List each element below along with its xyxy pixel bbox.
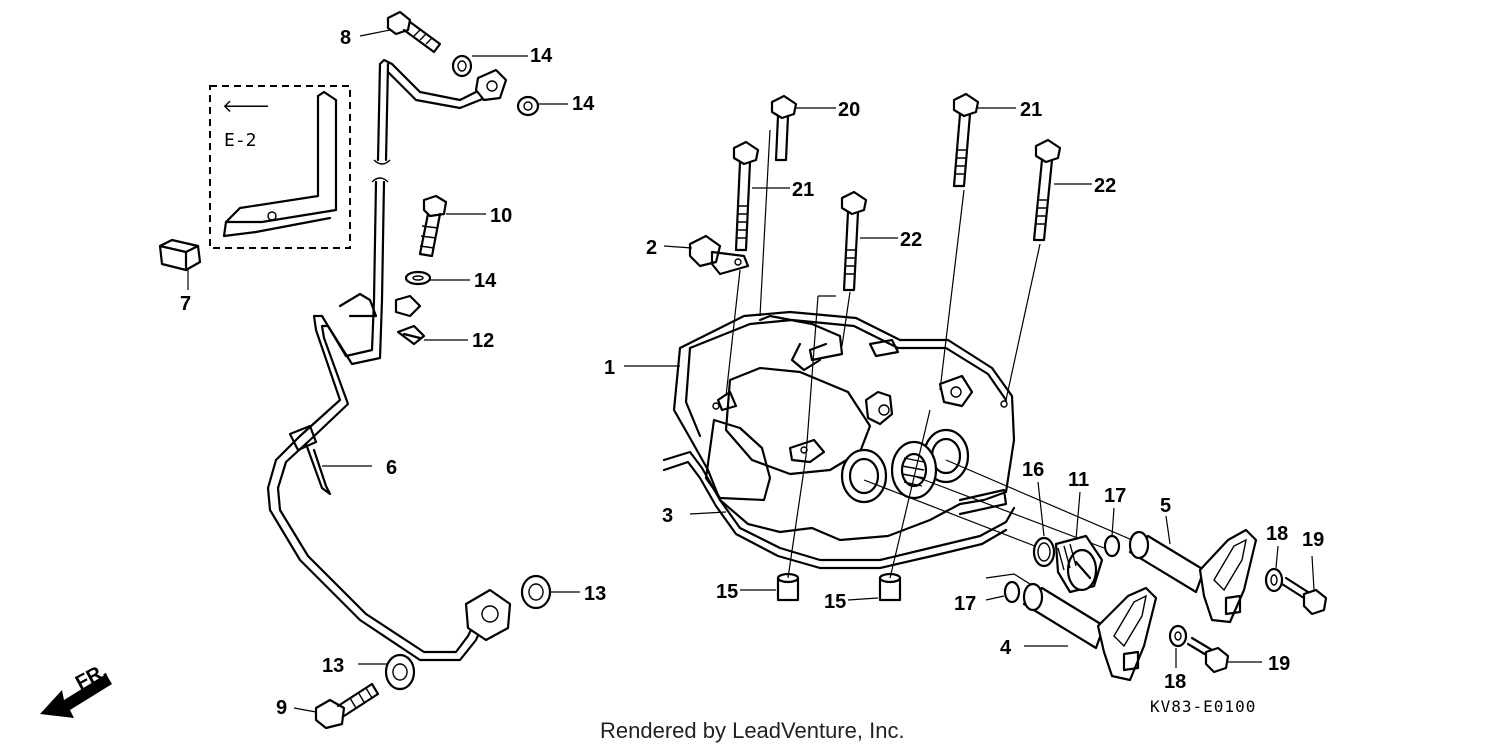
part-18-washer-a[interactable] bbox=[1264, 545, 1284, 593]
part-15-dowel-a[interactable] bbox=[740, 572, 800, 602]
callout-8[interactable]: 8 bbox=[340, 27, 351, 49]
callout-21[interactable]: 21 bbox=[1020, 99, 1042, 121]
callout-15[interactable]: 15 bbox=[824, 591, 846, 613]
part-14-washer-b[interactable] bbox=[516, 95, 568, 117]
callout-2[interactable]: 2 bbox=[646, 237, 657, 259]
front-label: FR. bbox=[72, 660, 111, 695]
callout-numbers: 8 14 14 10 14 12 7 6 13 13 9 20 21 21 22… bbox=[180, 27, 1324, 719]
callout-22[interactable]: 22 bbox=[1094, 175, 1116, 197]
part-21-bolt-a[interactable] bbox=[732, 140, 790, 252]
part-4-tappet-cap[interactable] bbox=[1022, 582, 1158, 682]
callout-14[interactable]: 14 bbox=[474, 270, 497, 292]
part-12-clip[interactable] bbox=[396, 324, 468, 346]
callout-5[interactable]: 5 bbox=[1160, 495, 1171, 517]
part-18-washer-b[interactable] bbox=[1168, 624, 1188, 668]
part-7-grommet[interactable] bbox=[158, 238, 202, 290]
reference-arrow: 🡐 bbox=[222, 96, 270, 117]
part-19-bolt-b[interactable] bbox=[1186, 636, 1262, 674]
callout-10[interactable]: 10 bbox=[490, 205, 512, 227]
part-17-o-ring-a[interactable] bbox=[1103, 507, 1121, 558]
callout-14[interactable]: 14 bbox=[572, 93, 595, 115]
callout-1[interactable]: 1 bbox=[604, 357, 615, 379]
callout-22[interactable]: 22 bbox=[900, 229, 922, 251]
callout-20[interactable]: 20 bbox=[838, 99, 860, 121]
part-11-plug[interactable] bbox=[1054, 491, 1104, 594]
part-14-washer-c[interactable] bbox=[404, 270, 470, 286]
callout-6[interactable]: 6 bbox=[386, 457, 397, 479]
callout-16[interactable]: 16 bbox=[1022, 459, 1044, 481]
part-14-washer-a[interactable] bbox=[451, 54, 528, 78]
part-19-bolt-a[interactable] bbox=[1280, 555, 1328, 616]
part-20-bolt[interactable] bbox=[770, 94, 836, 162]
callout-15[interactable]: 15 bbox=[716, 581, 738, 603]
callout-21[interactable]: 21 bbox=[792, 179, 814, 201]
part-21-bolt-b[interactable] bbox=[952, 92, 1016, 188]
callout-18[interactable]: 18 bbox=[1164, 671, 1186, 693]
callout-19[interactable]: 19 bbox=[1268, 653, 1290, 675]
part-13-washer-b[interactable] bbox=[358, 653, 416, 691]
callout-14[interactable]: 14 bbox=[530, 45, 553, 67]
part-22-bolt-a[interactable] bbox=[840, 190, 898, 292]
part-6-oil-pipe[interactable] bbox=[266, 58, 512, 662]
callout-12[interactable]: 12 bbox=[472, 330, 494, 352]
callout-4[interactable]: 4 bbox=[1000, 637, 1012, 659]
callout-18[interactable]: 18 bbox=[1266, 523, 1288, 545]
callout-17[interactable]: 17 bbox=[1104, 485, 1126, 507]
reference-label: E-2 bbox=[224, 130, 257, 151]
callout-11[interactable]: 11 bbox=[1068, 469, 1089, 491]
part-5-tappet-cap[interactable] bbox=[1128, 515, 1258, 624]
part-8-bolt[interactable] bbox=[359, 10, 442, 54]
part-13-washer-a[interactable] bbox=[520, 574, 580, 610]
part-15-dowel-b[interactable] bbox=[847, 572, 902, 602]
footer-credit: Rendered by LeadVenture, Inc. bbox=[600, 718, 905, 743]
part-3-gasket[interactable] bbox=[662, 450, 1016, 570]
callout-9[interactable]: 9 bbox=[276, 697, 287, 719]
reference-box-e2[interactable]: 🡐 E-2 bbox=[209, 85, 351, 249]
callout-17[interactable]: 17 bbox=[954, 593, 976, 615]
part-16-o-ring[interactable] bbox=[1032, 481, 1056, 568]
callout-13[interactable]: 13 bbox=[322, 655, 344, 677]
callout-7[interactable]: 7 bbox=[180, 293, 191, 315]
front-direction-arrow: FR. bbox=[40, 660, 112, 718]
callout-19[interactable]: 19 bbox=[1302, 529, 1324, 551]
alignment-lines bbox=[725, 129, 1147, 595]
part-2-breather-clip[interactable] bbox=[663, 234, 750, 276]
part-9-bolt[interactable] bbox=[293, 682, 380, 730]
part-10-bolt[interactable] bbox=[418, 194, 486, 258]
part-17-o-ring-b[interactable] bbox=[985, 580, 1021, 604]
callout-3[interactable]: 3 bbox=[662, 505, 673, 527]
part-22-bolt-b[interactable] bbox=[1032, 138, 1092, 242]
callout-13[interactable]: 13 bbox=[584, 583, 606, 605]
diagram-code: KV83-E0100 bbox=[1150, 697, 1256, 716]
part-1-cylinder-head-cover[interactable] bbox=[624, 310, 1016, 542]
